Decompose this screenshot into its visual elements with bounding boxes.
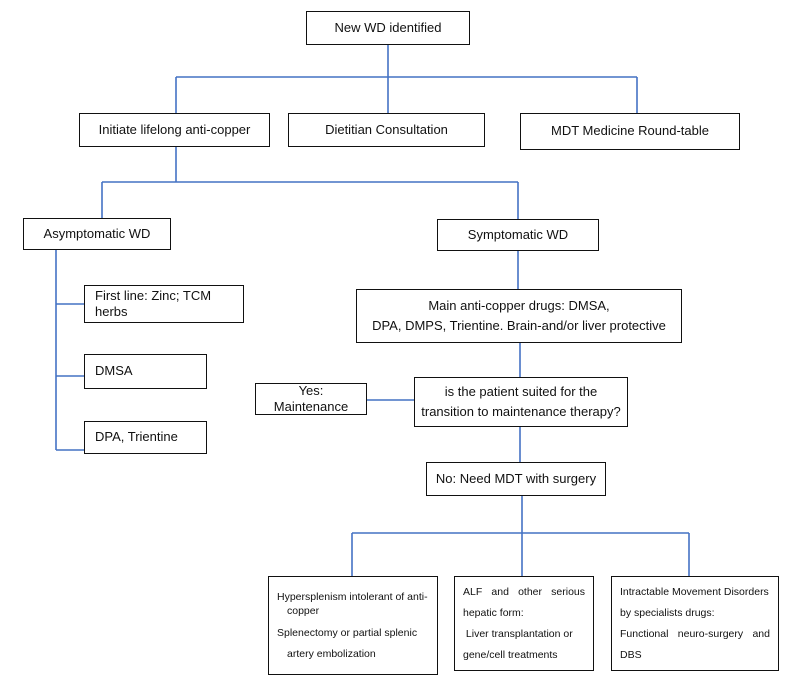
hypersplenism-line-1: Hypersplenism intolerant of anti- (277, 591, 428, 604)
asymptomatic-wd-label: Asymptomatic WD (43, 225, 151, 241)
asymptomatic-wd-node: Asymptomatic WD (23, 218, 171, 250)
first-line-node: First line: Zinc; TCM herbs (84, 285, 244, 323)
hypersplenism-line-3: Splenectomy or partial splenic (277, 626, 418, 639)
movement-line-4: DBS (620, 649, 642, 662)
dietitian-consultation-label: Dietitian Consultation (325, 121, 448, 137)
alf-line-4: gene/cell treatments (463, 649, 558, 662)
first-line-label: First line: Zinc; TCM herbs (95, 287, 212, 319)
symptomatic-wd-label: Symptomatic WD (467, 226, 569, 242)
dietitian-consultation-node: Dietitian Consultation (288, 113, 485, 147)
movement-disorders-node: Intractable Movement Disorders by specia… (611, 576, 779, 671)
alf-hepatic-node: ALF and other serious hepatic form: Live… (454, 576, 594, 671)
symptomatic-wd-node: Symptomatic WD (437, 219, 599, 251)
movement-line-1: Intractable Movement Disorders (620, 585, 769, 598)
main-anti-copper-drugs-node: Main anti-copper drugs: DMSA, DPA, DMPS,… (356, 289, 682, 343)
mdt-roundtable-label: MDT Medicine Round-table (551, 123, 709, 139)
alf-line-2: hepatic form: (463, 606, 524, 619)
movement-line-3: Functional neuro-surgery and (620, 628, 770, 640)
no-mdt-surgery-node: No: Need MDT with surgery (426, 462, 606, 496)
dmsa-label: DMSA (95, 363, 133, 379)
alf-line-3: Liver transplantation or (463, 628, 573, 640)
initiate-anti-copper-label: Initiate lifelong anti-copper (98, 121, 251, 137)
dmsa-node: DMSA (84, 354, 207, 389)
dpa-trientine-label: DPA, Trientine (95, 429, 178, 445)
movement-line-2: by specialists drugs: (620, 606, 715, 619)
main-drugs-line-1: Main anti-copper drugs: DMSA, (428, 297, 610, 313)
question-line-2: transition to maintenance therapy? (421, 403, 621, 419)
hypersplenism-line-4: artery embolization (287, 647, 376, 660)
question-line-1: is the patient suited for the (444, 384, 598, 400)
maintenance-question-node: is the patient suited for the transition… (414, 377, 628, 427)
hypersplenism-node: Hypersplenism intolerant of anti- copper… (268, 576, 438, 675)
alf-line-1: ALF and other serious (463, 585, 585, 598)
hypersplenism-line-2: copper (287, 605, 320, 618)
main-drugs-line-2: DPA, DMPS, Trientine. Brain-and/or liver… (372, 318, 666, 333)
dpa-trientine-node: DPA, Trientine (84, 421, 207, 454)
root-node-label: New WD identified (334, 19, 442, 35)
no-mdt-surgery-label: No: Need MDT with surgery (435, 470, 597, 486)
yes-maintenance-label: Yes: Maintenance (273, 382, 349, 414)
root-node: New WD identified (306, 11, 470, 45)
initiate-anti-copper-node: Initiate lifelong anti-copper (79, 113, 270, 147)
yes-maintenance-node: Yes: Maintenance (255, 383, 367, 415)
mdt-roundtable-node: MDT Medicine Round-table (520, 113, 740, 150)
